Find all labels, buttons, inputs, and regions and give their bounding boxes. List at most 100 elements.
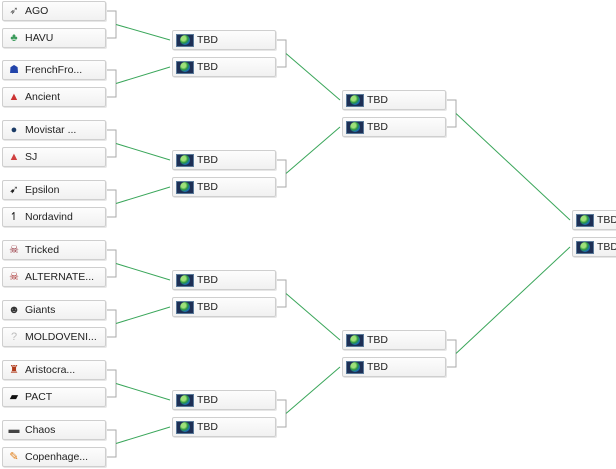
connector-line	[455, 246, 571, 354]
team-slot-15[interactable]: ▬ Chaos	[2, 420, 106, 440]
team-name: Giants	[25, 304, 56, 316]
connector-line	[106, 249, 117, 278]
round2-slot-5[interactable]: TBD	[172, 270, 276, 290]
connector-line	[115, 186, 171, 204]
round2-slot-6[interactable]: TBD	[172, 297, 276, 317]
team-slot-1[interactable]: ➶ AGO	[2, 1, 106, 21]
team-slot-10[interactable]: ☠ALTERNATE...	[2, 267, 106, 287]
world-flag-icon	[346, 333, 364, 347]
team-name: FrenchFro...	[25, 64, 83, 76]
epsilon-icon: ➹	[9, 184, 19, 196]
connector-line	[285, 366, 341, 414]
ancient-icon: ▲	[8, 91, 20, 103]
final-slot-2[interactable]: TBD	[572, 237, 616, 257]
team-name: Copenhage...	[25, 451, 89, 463]
team-slot-4[interactable]: ▲ Ancient	[2, 87, 106, 107]
world-flag-icon	[346, 360, 364, 374]
connector-line	[285, 126, 341, 174]
bird-icon: ➶	[9, 5, 19, 17]
world-flag-icon	[346, 93, 364, 107]
team-slot-6[interactable]: ▲SJ	[2, 147, 106, 167]
connector-line	[276, 399, 287, 428]
team-name: Epsilon	[25, 184, 60, 196]
tbd-label: TBD	[197, 274, 218, 286]
connector-line	[106, 189, 117, 218]
connector-line	[115, 426, 171, 444]
chaos-icon: ▬	[8, 424, 20, 436]
sj-icon: ▲	[8, 151, 20, 163]
team-slot-9[interactable]: ☠ Tricked	[2, 240, 106, 260]
tbd-label: TBD	[197, 34, 218, 46]
round2-slot-4[interactable]: TBD	[172, 177, 276, 197]
round2-slot-2[interactable]: TBD	[172, 57, 276, 77]
tbd-label: TBD	[367, 121, 388, 133]
team-slot-14[interactable]: ▰ PACT	[2, 387, 106, 407]
connector-line	[115, 383, 171, 401]
pact-icon: ▰	[9, 391, 19, 403]
team-slot-8[interactable]: ↿Nordavind	[2, 207, 106, 227]
final-slot-1[interactable]: TBD	[572, 210, 616, 230]
world-flag-icon	[176, 420, 194, 434]
world-flag-icon	[176, 153, 194, 167]
world-flag-icon	[176, 60, 194, 74]
round3-slot-3[interactable]: TBD	[342, 330, 446, 350]
world-flag-icon	[176, 273, 194, 287]
team-name: Chaos	[25, 424, 56, 436]
round2-slot-3[interactable]: TBD	[172, 150, 276, 170]
team-slot-12[interactable]: ? MOLDOVENI...	[2, 327, 106, 347]
movistar-icon: ●	[10, 124, 18, 136]
team-name: Tricked	[25, 244, 60, 256]
connector-line	[285, 293, 341, 341]
round3-slot-2[interactable]: TBD	[342, 117, 446, 137]
team-slot-3[interactable]: ☗ FrenchFro...	[2, 60, 106, 80]
unknown-team-icon: ?	[10, 331, 18, 343]
tbd-label: TBD	[197, 154, 218, 166]
french-frogs-icon: ☗	[9, 64, 19, 76]
connector-line	[106, 429, 117, 458]
connector-line	[455, 113, 571, 221]
team-slot-16[interactable]: ✎Copenhage...	[2, 447, 106, 467]
tbd-label: TBD	[367, 94, 388, 106]
team-slot-7[interactable]: ➹ Epsilon	[2, 180, 106, 200]
team-name: Ancient	[25, 91, 61, 103]
tricked-icon: ☠	[9, 244, 19, 256]
connector-line	[285, 53, 341, 101]
tbd-label: TBD	[367, 334, 388, 346]
connector-line	[276, 279, 287, 308]
giants-icon: ☻	[8, 304, 20, 316]
tbd-label: TBD	[197, 181, 218, 193]
tbd-label: TBD	[597, 241, 616, 253]
connector-line	[276, 39, 287, 68]
connector-line	[106, 369, 117, 398]
round2-slot-8[interactable]: TBD	[172, 417, 276, 437]
connector-line	[115, 263, 171, 281]
connector-line	[446, 99, 457, 128]
round3-slot-4[interactable]: TBD	[342, 357, 446, 377]
connector-line	[106, 69, 117, 98]
team-name: PACT	[25, 391, 53, 403]
connector-line	[106, 10, 117, 39]
team-name: MOLDOVENI...	[25, 331, 97, 343]
connector-line	[115, 306, 171, 324]
nordavind-icon: ↿	[9, 211, 19, 223]
aristocracy-icon: ♜	[9, 364, 19, 376]
world-flag-icon	[176, 33, 194, 47]
connector-line	[106, 129, 117, 158]
connector-line	[115, 143, 171, 161]
team-slot-5[interactable]: ●Movistar ...	[2, 120, 106, 140]
round2-slot-1[interactable]: TBD	[172, 30, 276, 50]
world-flag-icon	[176, 300, 194, 314]
world-flag-icon	[176, 180, 194, 194]
team-slot-13[interactable]: ♜Aristocra...	[2, 360, 106, 380]
connector-line	[106, 309, 117, 338]
team-name: AGO	[25, 5, 49, 17]
tbd-label: TBD	[597, 214, 616, 226]
team-slot-11[interactable]: ☻ Giants	[2, 300, 106, 320]
connector-line	[276, 159, 287, 188]
tbd-label: TBD	[367, 361, 388, 373]
team-slot-2[interactable]: ♣HAVU	[2, 28, 106, 48]
round3-slot-1[interactable]: TBD	[342, 90, 446, 110]
round2-slot-7[interactable]: TBD	[172, 390, 276, 410]
